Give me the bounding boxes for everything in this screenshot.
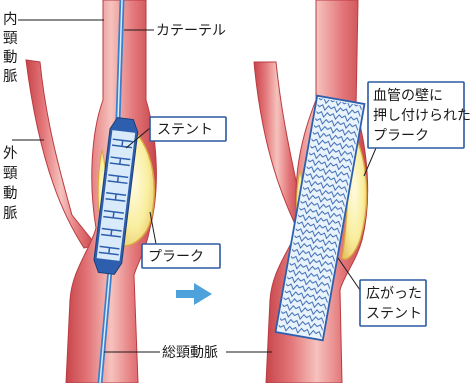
svg-text:脈: 脈 xyxy=(3,205,18,222)
label-stent: ステント xyxy=(157,122,213,138)
svg-text:外: 外 xyxy=(3,145,18,162)
label-common-carotid: 総頸動脈 xyxy=(162,345,218,361)
svg-text:内: 内 xyxy=(3,11,18,28)
svg-text:頸: 頸 xyxy=(3,166,18,182)
svg-text:広がった: 広がった xyxy=(366,286,422,302)
label-catheter: カテーテル xyxy=(156,23,226,39)
svg-text:プラーク: プラーク xyxy=(373,128,429,144)
label-external-carotid: 外 頸 動 脈 xyxy=(3,145,18,222)
svg-text:ステント: ステント xyxy=(366,306,422,322)
arrow-right-icon xyxy=(176,283,212,305)
svg-text:頸: 頸 xyxy=(3,31,18,47)
svg-text:動: 動 xyxy=(3,49,18,66)
svg-text:押し付けられた: 押し付けられた xyxy=(373,108,471,124)
svg-text:動: 動 xyxy=(3,185,18,202)
svg-text:脈: 脈 xyxy=(3,68,18,85)
label-plaque: プラーク xyxy=(148,249,204,265)
label-internal-carotid: 内 頸 動 脈 xyxy=(3,11,18,85)
svg-text:血管の壁に: 血管の壁に xyxy=(373,88,443,104)
